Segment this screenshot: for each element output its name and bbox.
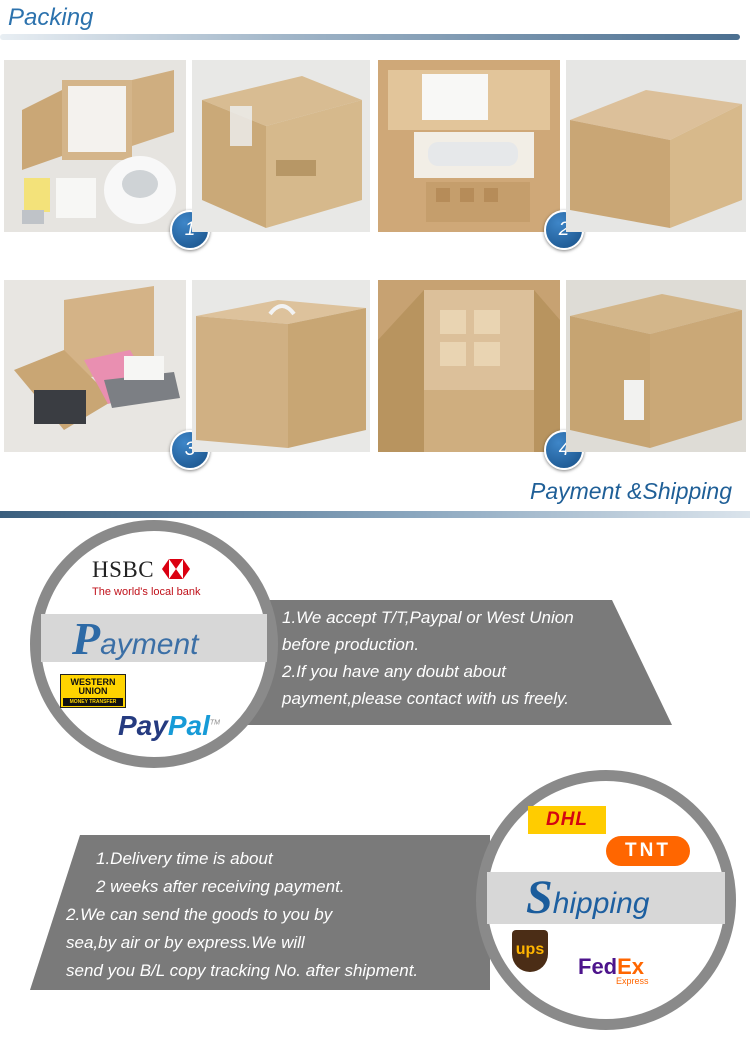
- dhl-logo: DHL: [528, 806, 606, 834]
- payment-info-text: 1.We accept T/T,Paypal or West Union bef…: [282, 604, 574, 712]
- shipping-band: [487, 872, 725, 924]
- hsbc-hexagon-icon: [162, 559, 191, 579]
- shipping-line-1: 1.Delivery time is about: [96, 849, 273, 868]
- western-union-logo: WESTERN UNION MONEY TRANSFER: [60, 674, 126, 708]
- payment-line-4: payment,please contact with us freely.: [282, 689, 569, 708]
- packing-photo-4: [566, 60, 746, 232]
- ups-logo: ups: [512, 930, 548, 972]
- packing-photo-2: [192, 60, 370, 232]
- payment-shipping-divider: [0, 511, 750, 518]
- hsbc-tagline: The world's local bank: [92, 586, 201, 598]
- fedex-logo: FedEx Express: [578, 954, 649, 986]
- shipping-heading: Shipping: [526, 871, 650, 924]
- packing-photo-1: [4, 60, 186, 232]
- payment-heading: Payment: [72, 613, 199, 664]
- packing-photo-5: [4, 280, 186, 452]
- packing-photo-3: [378, 60, 560, 232]
- shipping-line-2: 2 weeks after receiving payment.: [96, 877, 345, 896]
- packing-divider: [0, 34, 740, 40]
- payment-line-1: 1.We accept T/T,Paypal or West Union: [282, 608, 574, 627]
- packing-photo-6: [192, 280, 370, 452]
- packing-title: Packing: [8, 4, 94, 31]
- payment-shipping-title: Payment &Shipping: [529, 478, 732, 504]
- shipping-line-4: sea,by air or by express.We will: [66, 933, 305, 952]
- payment-line-3: 2.If you have any doubt about: [282, 662, 507, 681]
- payment-band: [41, 614, 267, 662]
- shipping-info-text: 1.Delivery time is about 2 weeks after r…: [66, 845, 418, 985]
- payment-line-2: before production.: [282, 635, 420, 654]
- shipping-line-5: send you B/L copy tracking No. after shi…: [66, 961, 419, 980]
- packing-photo-7: [378, 280, 560, 452]
- packing-photo-8: [566, 280, 746, 452]
- paypal-logo: PayPalTM: [118, 710, 220, 741]
- tnt-logo: TNT: [606, 836, 690, 866]
- hsbc-logo: HSBC: [92, 557, 191, 583]
- shipping-line-3: 2.We can send the goods to you by: [66, 905, 333, 924]
